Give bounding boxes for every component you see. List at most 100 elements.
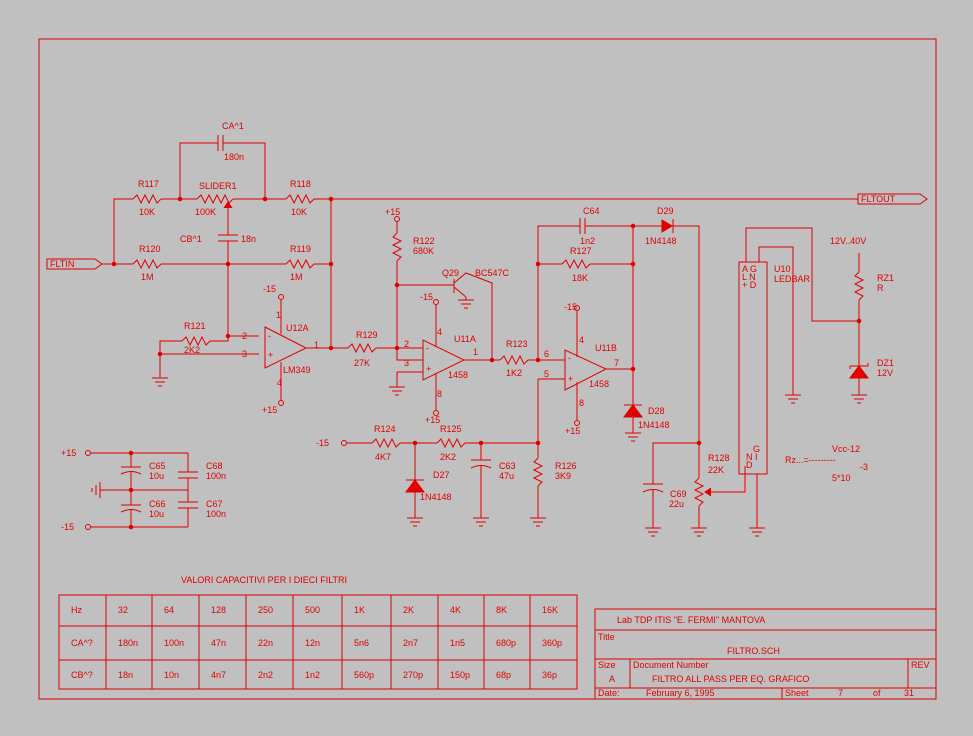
u10-pin-n: N I [746,452,758,462]
title-block [594,608,937,700]
formula-den: 5*10 [832,473,851,483]
u12a-vneg: -15 [263,284,276,294]
titleblock-size-label: Size [598,660,616,670]
d28-val: 1N4148 [638,420,670,430]
u12a-ref: U12A [286,323,309,333]
r118-val: 10K [291,207,307,217]
table-cell: 560p [354,670,374,680]
decoupling-network [85,450,198,530]
r128-val: 22K [708,465,724,475]
table-cell: 18n [118,670,133,680]
r121-val: 2K2 [184,345,200,355]
table-cell: 100n [164,638,184,648]
r118-ref: R118 [290,179,311,189]
table-cell: CB^? [71,670,93,680]
r122-ref: R122 [413,236,435,246]
table-cell: 150p [450,670,470,680]
d27-ref: D27 [433,470,450,480]
fltout-label: FLTOUT [861,194,896,204]
u11b-stage: - + [499,218,700,478]
u10-pins-top-a: A G [742,264,757,274]
titleblock-rev-label: REV [911,660,930,670]
r126-ref: R126 [555,461,577,471]
u12a-opamp: - + [152,294,308,406]
d27-val: 1N4148 [420,492,452,502]
r119-ref: R119 [290,244,311,254]
table-cell: 5n6 [354,638,369,648]
c68-ref: C68 [206,461,223,471]
r129-ref: R129 [356,330,378,340]
u12a-out-pin: 1 [314,340,319,350]
titleblock-title: FILTRO.SCH [727,646,780,656]
r122-vpos: +15 [385,207,400,217]
u11a-pin3: 3 [404,358,409,368]
table-cell: CA^? [71,638,93,648]
c64-val: 1n2 [580,236,595,246]
table-title: VALORI CAPACITIVI PER I DIECI FILTRI [181,575,347,585]
c65-ref: C65 [149,461,166,471]
slider1-ref: SLIDER1 [199,181,237,191]
table-cell: 1n2 [305,670,320,680]
table-cell: 47n [211,638,226,648]
table-cell: 12n [305,638,320,648]
table-cell: 270p [403,670,423,680]
titleblock-of-label: of [873,688,881,698]
titleblock-date-label: Date: [598,688,620,698]
u11b-pin5: 5 [544,369,549,379]
table-header-cell: 32 [118,605,128,615]
r123-ref: R123 [506,339,528,349]
r125-val: 2K2 [440,452,456,462]
u12a-pin2: 2 [242,331,247,341]
formula-lhs: Rz...=--------- [785,455,836,465]
decoupling-vpos: +15 [61,448,76,458]
formula-exp: -3 [860,462,868,472]
svg-text:-: - [426,343,429,353]
table-cell: 22n [258,638,273,648]
table-cell: 36p [542,670,557,680]
c66-ref: C66 [149,499,166,509]
c67-ref: C67 [206,499,223,509]
ca1-val: 180n [224,152,244,162]
d28-ref: D28 [648,406,665,416]
u11a-vpos: +15 [425,415,440,425]
svg-text:+: + [568,374,573,384]
r117-ref: R117 [138,179,159,189]
formula-num: Vcc-12 [832,444,860,454]
table-header-cell: 500 [305,605,320,615]
u10-pin-g: G [753,444,760,454]
cb1-ref: CB^1 [180,234,202,244]
u10-pins-top-e: + D [742,280,757,290]
supply-range: 12V..40V [830,236,866,246]
r127-val: 18K [572,273,588,283]
r123-val: 1K2 [506,368,522,378]
titleblock-date: February 6, 1995 [646,688,715,698]
table-header-cell: 128 [211,605,226,615]
r120-val: 1M [141,272,154,282]
bias-vneg: -15 [316,438,329,448]
u11b-vpos: +15 [565,426,580,436]
u11b-pin7: 7 [614,358,619,368]
table-header-cell: 250 [258,605,273,615]
u10-pins-top-l: L N [742,272,756,282]
u11a-ref: U11A [454,334,476,344]
c68-val: 100n [206,471,226,481]
r121-ref: R121 [184,321,206,331]
r117-val: 10K [139,207,155,217]
u11a-out-pin: 1 [473,347,478,357]
r129-resistor [306,342,423,354]
u12a-vpos: +15 [262,405,277,415]
u11b-ref: U11B [595,343,617,353]
table-cell: 10n [164,670,179,680]
fltout-port [857,193,928,205]
r126-val: 3K9 [555,471,571,481]
svg-text:+: + [426,364,431,374]
dz1-val: 12V [877,368,893,378]
d29-ref: D29 [657,206,674,216]
r129-val: 27K [354,358,370,368]
rz1-ref: RZ1 [877,273,894,283]
u12a-pin4: 4 [277,378,282,388]
c63-val: 47u [499,471,514,481]
cb1-val: 18n [241,234,256,244]
u11a-pin4: 4 [437,327,442,337]
